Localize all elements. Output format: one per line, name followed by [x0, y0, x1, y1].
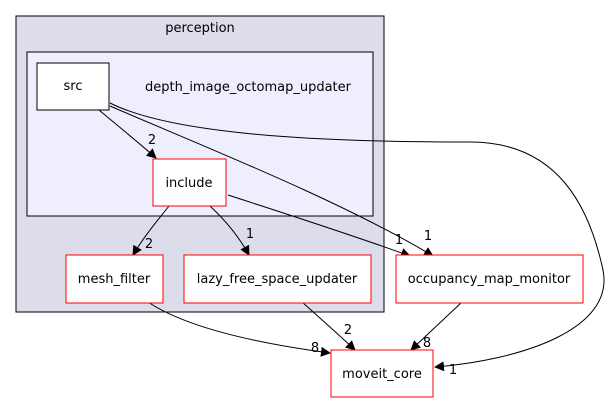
node-moveit-core[interactable]: moveit_core — [330, 349, 434, 398]
edge-mesh-moveit — [147, 301, 331, 357]
edge-src-occupancy — [109, 105, 434, 257]
node-moveit-core-label: moveit_core — [342, 367, 422, 382]
edge-occupancy-moveit-label: 8 — [423, 336, 431, 351]
edge-lazy-moveit-label: 2 — [344, 323, 352, 338]
edge-include-lazy — [209, 205, 250, 256]
cluster-depth-image-octomap-updater-label: depth_image_octomap_updater — [145, 80, 352, 95]
edge-include-occupancy-label: 1 — [395, 233, 403, 248]
node-occupancy-map-monitor[interactable]: occupancy_map_monitor — [395, 254, 584, 304]
node-occupancy-map-monitor-label: occupancy_map_monitor — [408, 272, 571, 287]
edge-src-moveit-label: 1 — [449, 363, 457, 378]
edge-src-occupancy-label: 1 — [424, 229, 432, 244]
node-mesh-filter[interactable]: mesh_filter — [65, 254, 164, 304]
node-lazy-free-space-updater[interactable]: lazy_free_space_updater — [183, 254, 372, 304]
node-include[interactable]: include — [152, 158, 227, 207]
edge-src-moveit — [109, 102, 605, 372]
edge-include-lazy-label: 1 — [246, 227, 254, 242]
node-src-label: src — [64, 79, 83, 94]
node-src[interactable]: src — [36, 62, 110, 111]
edges: 2 1 1 2 1 1 8 2 8 — [98, 102, 605, 378]
edge-occupancy-moveit — [410, 301, 463, 351]
cluster-perception-label: perception — [165, 21, 235, 36]
node-include-label: include — [165, 176, 212, 191]
node-lazy-free-space-updater-label: lazy_free_space_updater — [197, 272, 358, 287]
edge-src-include-label: 2 — [148, 133, 156, 148]
node-mesh-filter-label: mesh_filter — [78, 272, 151, 287]
edge-src-include — [98, 109, 157, 159]
edge-include-mesh — [132, 205, 170, 256]
edge-mesh-moveit-label: 8 — [311, 341, 319, 356]
edge-lazy-moveit — [301, 301, 356, 351]
edge-include-occupancy — [227, 194, 411, 258]
edge-include-mesh-label: 2 — [145, 237, 153, 252]
